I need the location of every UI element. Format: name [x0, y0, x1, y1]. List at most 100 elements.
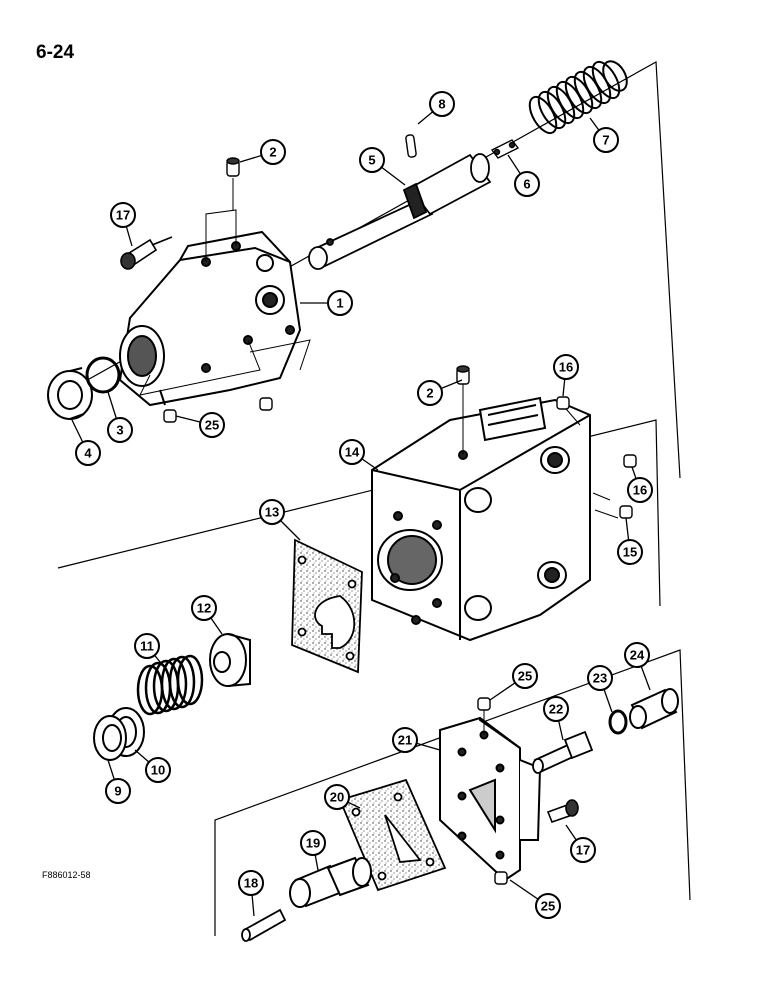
callout-13: 13 [259, 499, 301, 541]
callout-1: 1 [300, 290, 353, 316]
valve-body-14 [371, 396, 591, 642]
callout-16: 16 [627, 466, 653, 503]
link-6 [490, 139, 520, 159]
callout-label: 20 [330, 790, 344, 805]
callout-5: 5 [359, 147, 406, 186]
callout-circle [514, 171, 540, 197]
gasket-13 [291, 538, 363, 674]
callout-12: 12 [191, 595, 223, 635]
spring-seat-12 [209, 633, 251, 687]
callout-circle [324, 784, 350, 810]
callout-2: 2 [417, 379, 463, 406]
callout-17: 17 [565, 824, 596, 863]
page-number: 6-24 [36, 42, 74, 63]
callout-circle [75, 440, 101, 466]
callout-circle [627, 477, 653, 503]
callout-label: 25 [205, 418, 219, 433]
plugs-25-lower [477, 697, 508, 885]
callout-17: 17 [110, 202, 136, 247]
callout-label: 9 [114, 784, 121, 799]
callout-circle [543, 696, 569, 722]
callout-circle [359, 147, 385, 173]
figure-id: F886012-58 [42, 870, 91, 880]
gasket-20 [338, 778, 447, 892]
callout-25: 25 [509, 879, 561, 919]
callout-circle [570, 837, 596, 863]
callout-label: 1 [336, 296, 343, 311]
callout-25: 25 [175, 412, 225, 438]
set-screw-2-upper [226, 157, 240, 177]
callout-circle [327, 290, 353, 316]
callout-circle [199, 412, 225, 438]
spool-5 [308, 153, 492, 270]
callout-circle [134, 633, 160, 659]
callout-3: 3 [107, 391, 133, 443]
callout-circle [260, 139, 286, 165]
retainer-9 [93, 715, 127, 761]
callout-18: 18 [238, 870, 264, 917]
callout-circle [417, 380, 443, 406]
housing-part [118, 230, 302, 407]
callout-circle [553, 354, 579, 380]
callout-label: 6 [523, 177, 530, 192]
callout-circle [107, 417, 133, 443]
plunger-22 [532, 730, 594, 774]
callout-circle [339, 439, 365, 465]
callout-label: 12 [197, 601, 211, 616]
callout-label: 16 [559, 360, 573, 375]
callout-label: 7 [602, 133, 609, 148]
callout-circle [110, 202, 136, 228]
callout-label: 2 [426, 386, 433, 401]
spool-19 [289, 856, 372, 908]
cap-screw-17-lower [546, 799, 579, 824]
callout-14: 14 [339, 439, 379, 471]
pin-18 [241, 908, 287, 942]
callout-circle [587, 665, 613, 691]
callout-4: 4 [71, 419, 101, 466]
callout-19: 19 [300, 830, 326, 871]
callout-circle [392, 727, 418, 753]
callout-label: 19 [306, 836, 320, 851]
callout-circle [593, 127, 619, 153]
set-screw-2-middle [456, 365, 470, 385]
seal-4 [47, 367, 93, 420]
callout-7: 7 [589, 117, 619, 153]
callout-label: 14 [345, 445, 360, 460]
callout-circle [535, 893, 561, 919]
callout-label: 15 [623, 545, 637, 560]
callout-label: 17 [116, 208, 130, 223]
callout-8: 8 [417, 91, 455, 125]
callout-label: 25 [541, 899, 555, 914]
callout-15: 15 [617, 517, 643, 565]
callout-label: 13 [265, 505, 279, 520]
callout-label: 18 [244, 876, 258, 891]
callout-circle [259, 499, 285, 525]
middle-assembly-frame [57, 419, 661, 607]
callout-circle [617, 539, 643, 565]
callout-circle [512, 663, 538, 689]
pin-8 [405, 134, 417, 158]
callout-label: 8 [438, 97, 445, 112]
callout-21: 21 [392, 727, 441, 753]
callout-label: 4 [84, 446, 92, 461]
callout-circle [300, 830, 326, 856]
callout-20: 20 [324, 784, 361, 810]
callout-label: 11 [140, 639, 154, 654]
o-ring-3 [85, 356, 121, 394]
callout-label: 16 [633, 483, 647, 498]
callout-23: 23 [587, 665, 613, 713]
callout-label: 17 [576, 843, 590, 858]
o-ring-23 [608, 709, 628, 735]
cap-screw-17-upper [120, 236, 173, 270]
callout-label: 10 [151, 763, 165, 778]
callout-label: 21 [398, 733, 412, 748]
callout-circle [624, 642, 650, 668]
cover-21 [439, 716, 542, 882]
callout-label: 23 [593, 671, 607, 686]
callout-circle [191, 595, 217, 621]
callout-circle [105, 778, 131, 804]
callout-label: 25 [518, 669, 532, 684]
callout-9: 9 [105, 759, 131, 804]
callout-10: 10 [134, 749, 171, 783]
